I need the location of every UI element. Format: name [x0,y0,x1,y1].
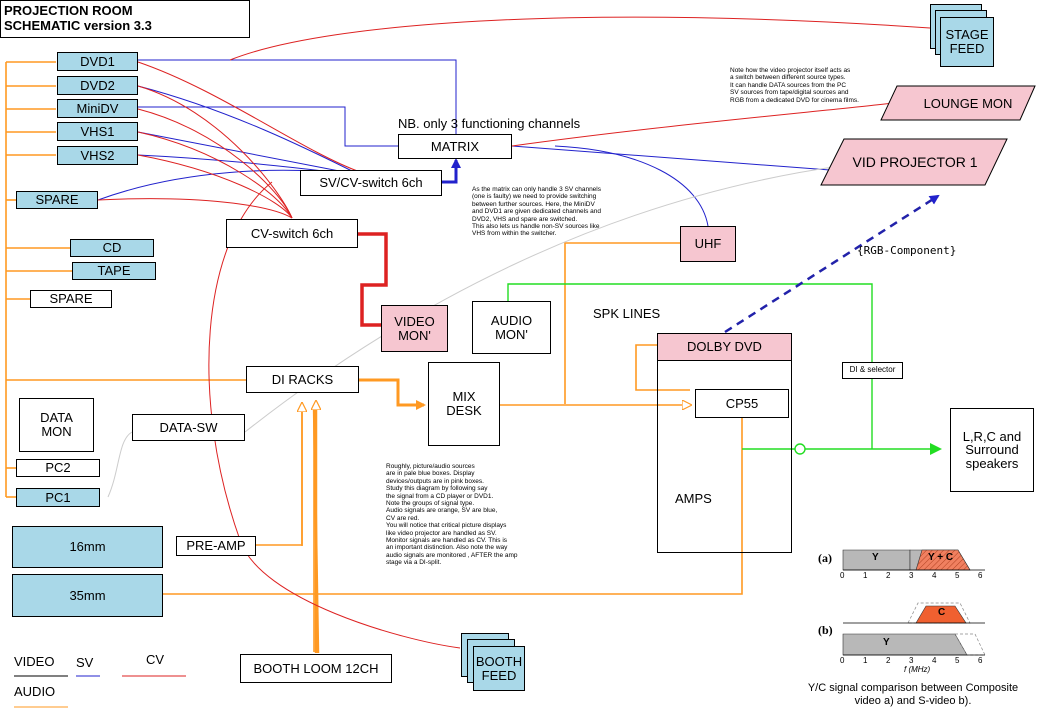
inset-tick-a-6: 6 [978,571,983,580]
di-racks-box[interactable]: DI RACKS [246,366,359,393]
cd-box[interactable]: CD [70,239,154,257]
vhs2-box[interactable]: VHS2 [57,146,138,165]
audio-arrow-di-to-mix [359,378,426,410]
spare-box[interactable]: SPARE [30,290,112,308]
vid-projector-label: VID PROJECTOR 1 [852,154,978,170]
16mm-box[interactable]: 16mm [12,526,163,568]
title-line-2: SCHEMATIC version 3.3 [4,18,152,33]
yc-panel-b-c [843,602,985,624]
di-selector-box[interactable]: DI & selector [842,362,903,379]
legend-cv: CV [146,652,165,667]
roughly-note: Roughly, picture/audio sources are in pa… [386,463,518,567]
title-line-1: PROJECTION ROOM [4,3,133,18]
inset-tick-a-2: 2 [886,571,891,580]
inset-label-b: (b) [818,623,833,637]
rgb-component-line [724,194,940,334]
pre-amp-box[interactable]: PRE-AMP [176,536,256,556]
sv-switch-to-matrix [442,158,461,184]
video-mon-box[interactable]: VIDEO MON' [381,305,448,352]
lounge-mon-label: LOUNGE MON [923,95,1013,111]
inset-caption: Y/C signal comparison between Composite … [807,682,1019,707]
dolby-dvd-box[interactable]: DOLBY DVD [657,333,792,361]
inset-tick-b-4: 4 [932,656,937,665]
booth-loom-box[interactable]: BOOTH LOOM 12CH [240,654,392,683]
inset-tick-b-5: 5 [955,656,960,665]
projector-note: Note how the video projector itself acts… [730,67,859,104]
cv-lines [97,16,931,649]
legend-video: VIDEO [14,654,55,669]
pc1-box[interactable]: PC1 [16,488,100,507]
inset-a-y: Y [872,552,879,563]
inset-tick-a-4: 4 [932,571,937,580]
35mm-box[interactable]: 35mm [12,574,163,617]
inset-tick-b-1: 1 [863,656,868,665]
cv-switch-box[interactable]: CV-switch 6ch [226,219,358,248]
vid-projector-outline [820,138,1008,186]
legend-lines [14,675,186,708]
uhf-box[interactable]: UHF [680,226,736,262]
inset-tick-b-2: 2 [886,656,891,665]
inset-b-y: Y [883,637,890,648]
amps-label: AMPS [675,491,712,506]
tape-box[interactable]: TAPE [72,262,156,280]
speakers-box[interactable]: L,R,C and Surround speakers [950,408,1034,492]
rgb-component-label: {RGB-Component} [857,244,957,257]
spk-lines-label: SPK LINES [593,306,661,321]
yc-panel-b-y [842,633,986,656]
amps-rack: AMPS [657,333,792,553]
inset-label-a: (a) [818,551,832,565]
matrix-box[interactable]: MATRIX [398,134,512,159]
booth-feed-box[interactable]: BOOTH FEED [473,646,525,691]
cp55-box[interactable]: CP55 [695,389,789,418]
inset-tick-a-3: 3 [909,571,914,580]
cv-thick-to-video-mon [358,232,388,327]
dvd2-box[interactable]: DVD2 [57,76,138,95]
legend-sv: SV [76,655,94,670]
inset-tick-a-1: 1 [863,571,868,580]
inset-tick-b-3: 3 [909,656,914,665]
inset-tick-a-0: 0 [840,571,845,580]
inset-tick-b-6: 6 [978,656,983,665]
data-mon-box[interactable]: DATA MON [19,398,94,452]
inset-tick-a-5: 5 [955,571,960,580]
mix-desk-box[interactable]: MIX DESK [428,362,500,446]
inset-tick-b-0: 0 [840,656,845,665]
yc-panel-a [842,549,985,571]
vid-projector-shape[interactable]: VID PROJECTOR 1 [820,138,1010,186]
dvd1-box[interactable]: DVD1 [57,52,138,71]
audio-mon-box[interactable]: AUDIO MON' [472,301,551,354]
spk-junction [794,443,806,455]
inset-a-yc: Y + C [928,552,954,563]
sv-cv-switch-box[interactable]: SV/CV-switch 6ch [300,170,442,196]
pc2-box[interactable]: PC2 [16,459,100,477]
lounge-mon-shape[interactable]: LOUNGE MON [880,85,1040,121]
inset-f-unit: f (MHz) [904,665,931,674]
nb-label: NB. only 3 functioning channels [398,116,581,131]
lounge-mon-outline [880,85,1036,121]
data-sw-box[interactable]: DATA-SW [132,414,245,441]
inset-b-c: C [938,607,946,618]
minidv-box[interactable]: MiniDV [57,99,138,118]
vhs1-box[interactable]: VHS1 [57,122,138,141]
stage-feed-box[interactable]: STAGE FEED [940,17,994,67]
spare-source-box[interactable]: SPARE [16,191,98,209]
yc-inset [842,549,986,656]
legend-audio: AUDIO [14,684,56,699]
matrix-note: As the matrix can only handle 3 SV chann… [472,186,602,238]
schematic-title: PROJECTION ROOM SCHEMATIC version 3.3 [0,0,250,38]
